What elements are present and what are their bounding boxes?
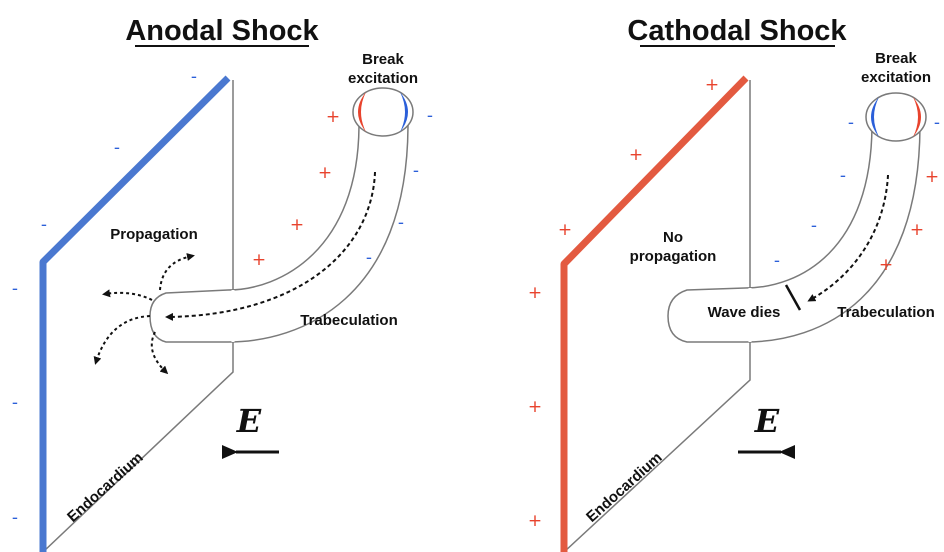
cathodal-field-label: E: [754, 402, 780, 440]
sign: -: [12, 279, 18, 299]
sign: +: [252, 250, 266, 270]
cathodal-break-label-1: Break: [875, 50, 917, 67]
sign: +: [290, 215, 304, 235]
anodal-break-label-1: Break: [362, 51, 404, 68]
sign: -: [41, 215, 47, 235]
anodal-break-red-crescent: [358, 92, 366, 132]
sign: +: [326, 107, 340, 127]
cathodal-endocardium-edge: [560, 75, 749, 552]
cathodal-nopropagation-label-2: propagation: [630, 248, 717, 265]
anodal-title: Anodal Shock: [125, 15, 319, 47]
sign: +: [558, 220, 572, 240]
sign: -: [114, 138, 120, 158]
sign: -: [12, 508, 18, 528]
cathodal-endocardium-signs: + + + + + +: [528, 75, 719, 531]
cathodal-wall-outline: [563, 80, 751, 552]
sign: +: [925, 167, 939, 187]
cathodal-wave-arrow: [807, 174, 889, 302]
cathodal-break-side-sign: -: [934, 113, 940, 133]
sign: +: [528, 397, 542, 417]
cathodal-trabecula: [667, 123, 921, 343]
anodal-wave-arrow: [165, 171, 376, 321]
anodal-spread-arrow-2: [102, 289, 153, 301]
anodal-panel: Anodal Shock Break excitation Propagatio…: [12, 15, 433, 552]
cathodal-trabeculation-label: Trabeculation: [837, 304, 935, 321]
sign: -: [191, 67, 197, 87]
sign: +: [879, 255, 893, 275]
sign: +: [528, 283, 542, 303]
anodal-field-label: E: [236, 402, 262, 440]
sign: -: [413, 161, 419, 181]
sign: -: [774, 251, 780, 271]
anodal-spread-arrow-4: [150, 331, 169, 375]
anodal-trabeculation-label: Trabeculation: [300, 312, 398, 329]
sign: -: [848, 113, 854, 133]
anodal-break-blue-crescent: [400, 92, 408, 132]
sign: +: [318, 163, 332, 183]
anodal-break-circle: [352, 87, 414, 137]
anodal-break-label-2: excitation: [348, 70, 418, 87]
cathodal-nopropagation-label-1: No: [663, 229, 683, 246]
sign: -: [12, 393, 18, 413]
cathodal-trabecula-inner-signs: - - - -: [774, 113, 854, 271]
cathodal-wave-dies-label: Wave dies: [708, 304, 781, 321]
cathodal-panel: Cathodal Shock Break excitation No propa…: [528, 15, 940, 552]
cathodal-title: Cathodal Shock: [627, 15, 847, 47]
anodal-spread-arrow-1: [159, 253, 195, 291]
sign: -: [934, 113, 940, 133]
sign: -: [427, 106, 433, 126]
anodal-trabecula-inner-signs: + + + +: [252, 107, 340, 270]
anodal-propagation-label: Propagation: [110, 226, 198, 243]
cathodal-wave-block: [784, 284, 802, 311]
sign: +: [528, 511, 542, 531]
anodal-spread-arrow-3: [93, 315, 151, 365]
sign: -: [366, 248, 372, 268]
sign: +: [910, 220, 924, 240]
anodal-endocardium-edge: [39, 75, 231, 552]
anodal-wall-outline: [42, 80, 234, 552]
anodal-endocardium-label: Endocardium: [64, 449, 147, 526]
anodal-trabecula-outer-signs: - - - -: [366, 106, 433, 268]
anodal-endocardium-signs: - - - - - -: [12, 67, 197, 528]
cathodal-break-blue-crescent: [871, 97, 879, 137]
cathodal-break-red-crescent: [913, 97, 921, 137]
sign: +: [629, 145, 643, 165]
sign: -: [398, 213, 404, 233]
cathodal-break-label-2: excitation: [861, 69, 931, 86]
sign: -: [811, 216, 817, 236]
cathodal-trabecula-outer-signs: + + +: [879, 167, 939, 275]
sign: +: [705, 75, 719, 95]
cathodal-endocardium-label: Endocardium: [583, 449, 666, 526]
cathodal-break-circle: [865, 92, 927, 142]
sign: -: [840, 166, 846, 186]
